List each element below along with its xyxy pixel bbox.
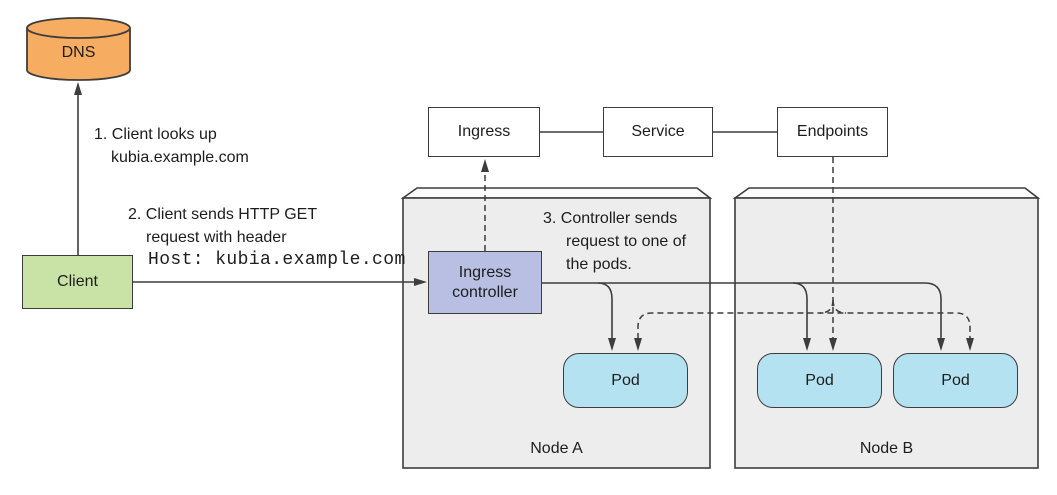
branch-to-pod-a-line [597, 282, 613, 339]
controller-main-line [542, 282, 942, 339]
dns-label: DNS [61, 44, 96, 61]
node-b-label: Node B [859, 440, 914, 457]
pod-a-box: Pod [563, 353, 688, 408]
arrowhead-pod-a-solid [608, 338, 616, 351]
annotation-step2-line1: 2. Client sends HTTP GET [128, 206, 318, 223]
branch-to-pod-b1-line [792, 282, 808, 339]
annotation-step3-line2: request to one of [566, 233, 687, 250]
arrowhead-pod-a-dashed [634, 338, 642, 351]
dns-cylinder [26, 17, 131, 81]
arrowhead-pod-b1-dashed [829, 338, 837, 351]
endpoints-box: Endpoints [777, 107, 888, 157]
service-box: Service [603, 107, 713, 157]
arrowhead-pod-b2-dashed [966, 338, 974, 351]
arrowhead-ingress [481, 159, 489, 172]
node-a-label: Node A [530, 440, 583, 457]
pod-b2-box: Pod [893, 353, 1018, 408]
ingress-box: Ingress [428, 107, 540, 157]
endpoints-branch-curves [819, 299, 847, 314]
node-b-box [732, 187, 1041, 469]
annotation-step1-line2: kubia.example.com [111, 149, 249, 166]
client-box: Client [22, 255, 133, 309]
arrowhead-controller [414, 278, 427, 286]
endpoints-horizontal-dashed-line [637, 312, 971, 339]
arrowhead-pod-b2-solid [937, 338, 945, 351]
annotation-step3-line3: the pods. [566, 256, 632, 273]
node-a-box [400, 187, 713, 469]
ingress-controller-box: Ingress controller [428, 251, 542, 314]
annotation-step2-host-header: Host: kubia.example.com [148, 250, 406, 270]
annotation-step3-line1: 3. Controller sends [543, 210, 678, 227]
arrowhead-pod-b1-solid [803, 338, 811, 351]
annotation-step2-line2: request with header [146, 229, 287, 246]
pod-b1-box: Pod [757, 353, 882, 408]
arrowhead-dns [74, 82, 82, 95]
annotation-step1-line1: 1. Client looks up [94, 126, 217, 143]
